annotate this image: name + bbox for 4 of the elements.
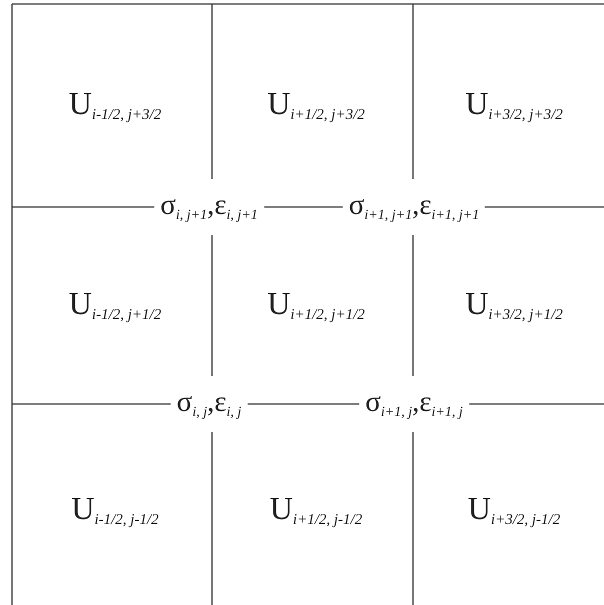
node-variable-label: σ$_{i, j}$,ε$_{i, j}$ xyxy=(170,376,248,432)
node-variable-label: σ$_{i, j+1}$,ε$_{i, j+1}$ xyxy=(154,179,264,235)
node-variable-label: σ$_{i+1, j+1}$,ε$_{i+1, j+1}$ xyxy=(342,179,486,235)
node-variable-label: σ$_{i+1, j}$,ε$_{i+1, j}$ xyxy=(359,376,469,432)
